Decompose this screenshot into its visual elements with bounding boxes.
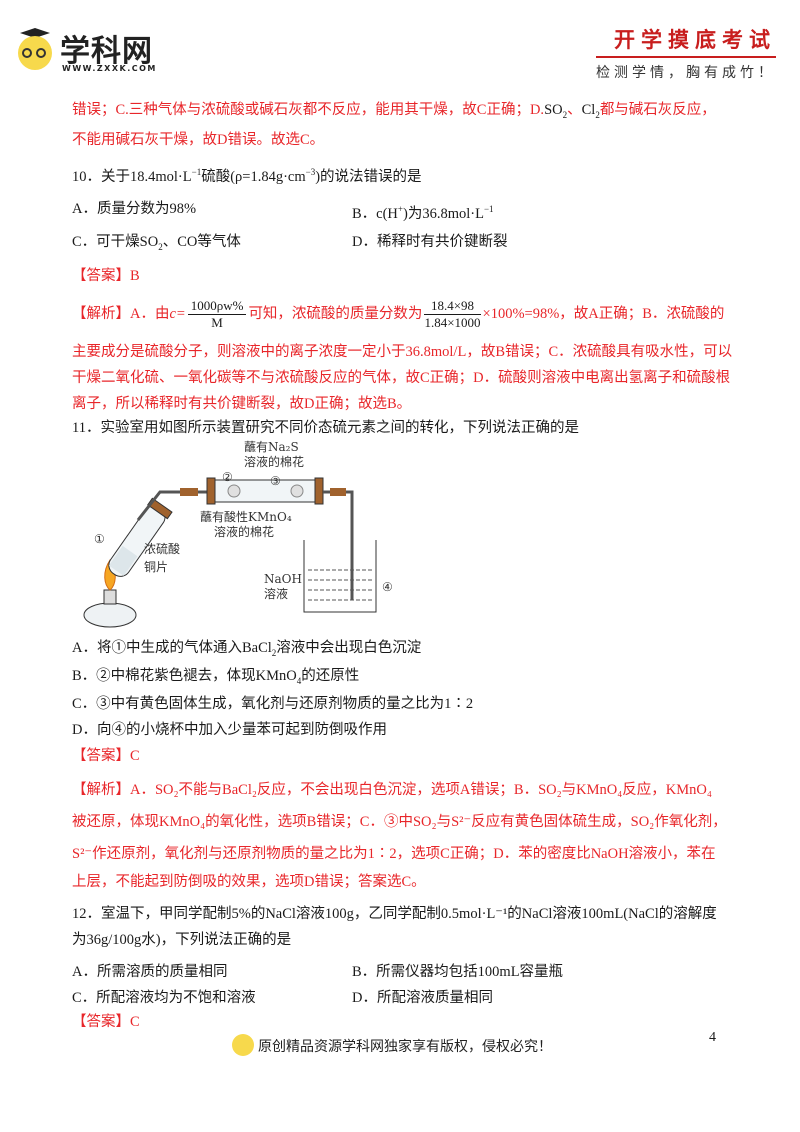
mascot-icon bbox=[232, 1034, 254, 1056]
q12-option-a: A．所需溶质的质量相同 bbox=[72, 964, 228, 980]
q9-analysis-line-1: 错误；C.三种气体与浓硫酸或碱石灰都不反应，能用其干燥，故C正确；D.SO2、C… bbox=[72, 102, 716, 120]
logo-text: 学科网 bbox=[60, 34, 153, 69]
q11-answer: 【答案】C bbox=[72, 748, 140, 764]
q10-option-c: C．可干燥SO2、CO等气体 bbox=[72, 234, 241, 252]
q10-analysis-line-2: 主要成分是硫酸分子，则溶液中的离子浓度一定小于36.8mol/L，故B错误；C．… bbox=[72, 344, 733, 360]
apparatus-figure: 蘸有Na₂S 溶液的棉花 ② ③ 蘸有酸性KMnO₄ 溶液的棉花 ① 浓硫酸 铜… bbox=[72, 440, 482, 630]
q10-option-d: D．稀释时有共价键断裂 bbox=[352, 234, 508, 250]
q12-option-c: C．所配溶液均为不饱和溶液 bbox=[72, 990, 256, 1006]
q11-analysis-line-2: 被还原，体现KMnO₄的氧化性，选项B错误；C．③中SO₂与S²⁻反应有黄色固体… bbox=[72, 814, 727, 830]
brand-subtitle: 检测学情，胸有成竹！ bbox=[596, 65, 776, 81]
q12-answer: 【答案】C bbox=[72, 1014, 140, 1030]
q10-analysis-line-4: 离子，所以稀释时有共价键断裂，故D正确；故选B。 bbox=[72, 396, 412, 412]
q10-analysis-line-3: 干燥二氧化硫、一氧化碳等不与浓硫酸反应的气体，故C正确；D．硫酸则溶液中电离出氢… bbox=[72, 370, 731, 386]
q11-option-b: B．②中棉花紫色褪去，体现KMnO4的还原性 bbox=[72, 668, 360, 686]
brand-title: 开学摸底考试 bbox=[596, 24, 776, 58]
lab-apparatus-diagram bbox=[83, 477, 377, 628]
q11-option-a: A．将①中生成的气体通入BaCl2溶液中会出现白色沉淀 bbox=[72, 640, 422, 658]
q12-option-d: D．所配溶液质量相同 bbox=[352, 990, 493, 1006]
q10-option-b: B．c(H+)为36.8mol·L−1 bbox=[352, 204, 494, 222]
page-number: 4 bbox=[709, 1030, 716, 1045]
q11-analysis-line-4: 上层，不能起到防倒吸的效果，选项D错误；答案选C。 bbox=[72, 874, 426, 890]
zxxk-logo[interactable]: 学科网 WWW.ZXXK.COM bbox=[10, 22, 170, 78]
mascot-face-icon bbox=[18, 36, 52, 70]
q12-stem-line-2: 为36g/100g水)，下列说法正确的是 bbox=[72, 932, 292, 948]
q11-analysis-line-3: S²⁻作还原剂，氧化剂与还原剂物质的量之比为1∶2，选项C正确；D．苯的密度比N… bbox=[72, 846, 716, 862]
q11-option-c: C．③中有黄色固体生成，氧化剂与还原剂物质的量之比为1∶2 bbox=[72, 696, 474, 712]
brand-banner: 开学摸底考试 检测学情，胸有成竹！ bbox=[596, 24, 776, 82]
q11-option-d: D．向④的小烧杯中加入少量苯可起到防倒吸作用 bbox=[72, 722, 387, 738]
q10-option-a: A．质量分数为98% bbox=[72, 201, 197, 217]
copyright-text: 原创精品资源学科网独家享有版权，侵权必究！ bbox=[258, 1039, 552, 1055]
q11-analysis-line-1: 【解析】A．SO₂不能与BaCl₂反应，不会出现白色沉淀，选项A错误；B．SO₂… bbox=[72, 782, 712, 798]
graduation-cap-icon bbox=[20, 28, 50, 38]
q12-stem-line-1: 12．室温下，甲同学配制5%的NaCl溶液100g，乙同学配制0.5mol·L⁻… bbox=[72, 906, 717, 922]
q10-answer: 【答案】B bbox=[72, 268, 140, 284]
q12-option-b: B．所需仪器均包括100mL容量瓶 bbox=[352, 964, 564, 980]
logo-url: WWW.ZXXK.COM bbox=[62, 64, 157, 73]
q11-stem: 11．实验室用如图所示装置研究不同价态硫元素之间的转化，下列说法正确的是 bbox=[72, 420, 579, 436]
q9-analysis-line-2: 不能用碱石灰干燥，故D错误。故选C。 bbox=[72, 132, 325, 148]
q10-stem: 10．关于18.4mol·L−1硫酸(ρ=1.84g·cm−3)的说法错误的是 bbox=[72, 167, 422, 185]
